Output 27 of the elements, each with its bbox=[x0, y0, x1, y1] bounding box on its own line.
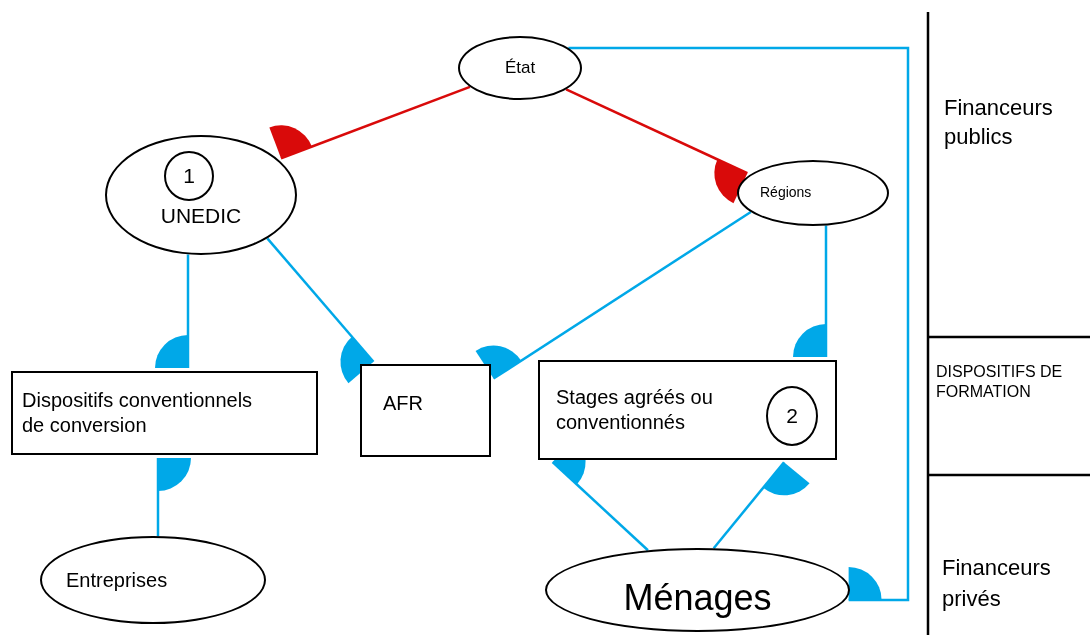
node-label: AFR bbox=[383, 391, 423, 416]
connector bbox=[475, 210, 752, 380]
connector bbox=[266, 237, 375, 384]
node-label: Dispositifs conventionnels de conversion bbox=[22, 388, 254, 438]
process-box bbox=[538, 360, 837, 460]
node-label: 2 bbox=[786, 402, 798, 429]
node-label: UNEDIC bbox=[160, 202, 242, 229]
section-label: Financeurs publics bbox=[944, 94, 1054, 151]
node-label: État bbox=[504, 57, 536, 79]
number-circle bbox=[164, 151, 214, 201]
node-label: Ménages bbox=[623, 575, 772, 620]
section-label: Financeurs privés bbox=[942, 554, 1052, 613]
node-label: Stages agréés ou conventionnés bbox=[556, 385, 714, 435]
node-label: Régions bbox=[760, 184, 812, 202]
connector bbox=[156, 458, 191, 537]
node-label: Entreprises bbox=[66, 567, 168, 593]
process-box bbox=[360, 364, 491, 457]
section-label: DISPOSITIFS DE FORMATION bbox=[936, 362, 1064, 402]
connector bbox=[155, 254, 190, 368]
node-label: 1 bbox=[183, 162, 195, 189]
connector bbox=[269, 85, 471, 160]
connector bbox=[568, 46, 910, 602]
connector bbox=[565, 88, 748, 204]
connector bbox=[712, 461, 810, 550]
connector bbox=[793, 225, 828, 357]
process-box bbox=[11, 371, 318, 455]
number-circle bbox=[766, 386, 818, 446]
